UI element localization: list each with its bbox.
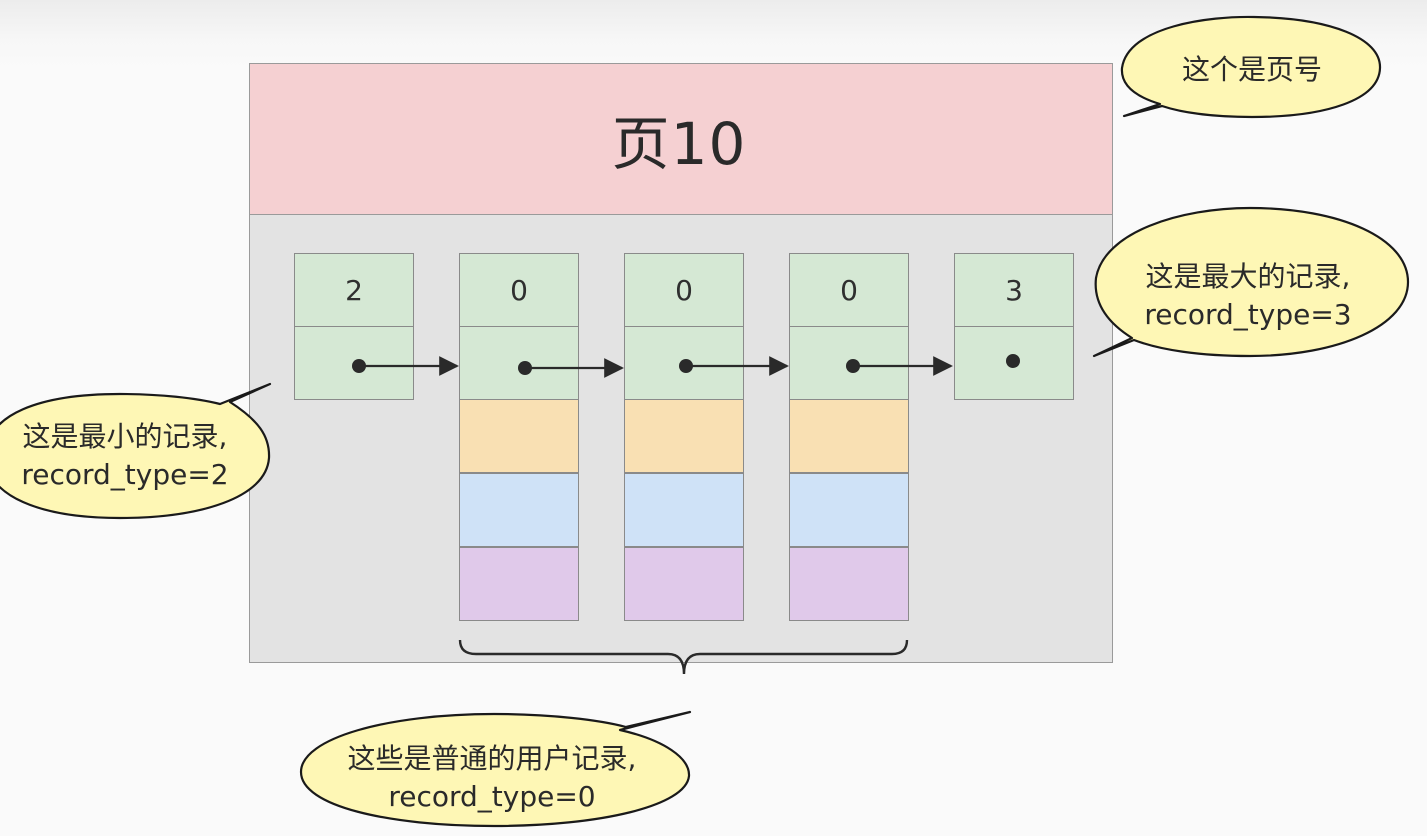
record-type-cell: 3 — [954, 253, 1074, 327]
user-field-1 — [459, 399, 579, 473]
record-type-cell: 0 — [789, 253, 909, 327]
callout-line: record_type=3 — [1144, 298, 1352, 331]
user-field-1 — [624, 399, 744, 473]
record-type-cell: 2 — [294, 253, 414, 327]
record-type-label: 0 — [675, 273, 693, 307]
next-pointer-cell — [624, 326, 744, 400]
callout-line: 这是最小的记录, — [22, 420, 228, 453]
user-field-2 — [624, 473, 744, 547]
record-type-cell: 0 — [459, 253, 579, 327]
user-field-3 — [789, 547, 909, 621]
min-record-callout-text: 这是最小的记录, record_type=2 — [0, 418, 250, 494]
page-number-callout-text: 这个是页号 — [1152, 51, 1352, 89]
user-field-2 — [789, 473, 909, 547]
record-type-label: 0 — [510, 273, 528, 307]
user-field-3 — [624, 547, 744, 621]
page-header: 页10 — [250, 64, 1112, 215]
record-type-label: 0 — [840, 273, 858, 307]
callout-line: record_type=0 — [388, 780, 596, 813]
user-field-1 — [789, 399, 909, 473]
max-record-callout-text: 这是最大的记录, record_type=3 — [1108, 258, 1388, 334]
callout-line: 这些是普通的用户记录, — [347, 742, 637, 775]
next-pointer-cell — [459, 326, 579, 400]
callout-line: record_type=2 — [21, 458, 229, 491]
record-type-label: 3 — [1005, 273, 1023, 307]
page-container: 页10 2 0 0 — [249, 63, 1113, 663]
user-records-callout-text: 这些是普通的用户记录, record_type=0 — [318, 740, 666, 816]
user-field-3 — [459, 547, 579, 621]
page-title: 页10 — [611, 110, 747, 178]
user-field-2 — [459, 473, 579, 547]
next-pointer-cell — [294, 326, 414, 400]
callout-line: 这是最大的记录, — [1145, 260, 1351, 293]
next-pointer-cell — [789, 326, 909, 400]
callout-line: 这个是页号 — [1181, 53, 1322, 86]
record-type-label: 2 — [345, 273, 363, 307]
record-type-cell: 0 — [624, 253, 744, 327]
next-pointer-cell — [954, 326, 1074, 400]
